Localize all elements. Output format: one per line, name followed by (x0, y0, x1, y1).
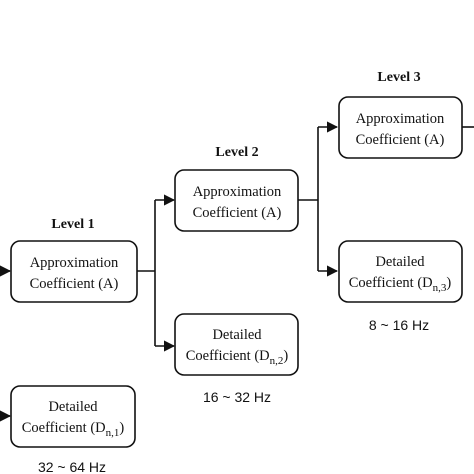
detail-coefficient-level-3: Detailed Coefficient (Dn,3) (338, 240, 463, 303)
detail1-line2: Coefficient (Dn,1) (22, 420, 125, 439)
approx2-line1: Approximation (193, 184, 282, 200)
approx3-line2: Coefficient (A) (356, 132, 445, 148)
approx1-line1: Approximation (30, 255, 119, 271)
level-2-label: Level 2 (215, 145, 258, 160)
approx3-line1: Approximation (356, 111, 445, 127)
approx-coefficient-level-2: Approximation Coefficient (A) (174, 169, 299, 232)
detail2-line1: Detailed (212, 327, 262, 343)
level-3-label: Level 3 (377, 70, 420, 85)
band-label-level-1: 32 ~ 64 Hz (38, 459, 106, 474)
detail1-line1: Detailed (48, 399, 98, 415)
band-label-level-3: 8 ~ 16 Hz (369, 317, 429, 333)
level-1-label: Level 1 (51, 217, 94, 232)
detail3-line2: Coefficient (Dn,3) (349, 275, 452, 294)
approx1-line2: Coefficient (A) (30, 276, 119, 292)
connectors (0, 121, 474, 422)
band-label-level-2: 16 ~ 32 Hz (203, 389, 271, 405)
detail-coefficient-level-2: Detailed Coefficient (Dn,2) (174, 313, 299, 376)
detail3-line1: Detailed (375, 254, 425, 270)
detail-coefficient-level-1: Detailed Coefficient (Dn,1) (10, 385, 136, 448)
approx-coefficient-level-1: Approximation Coefficient (A) (10, 240, 138, 303)
detail2-line2: Coefficient (Dn,2) (186, 348, 289, 367)
approx-coefficient-level-3: Approximation Coefficient (A) (338, 96, 463, 159)
approx2-line2: Coefficient (A) (193, 205, 282, 221)
